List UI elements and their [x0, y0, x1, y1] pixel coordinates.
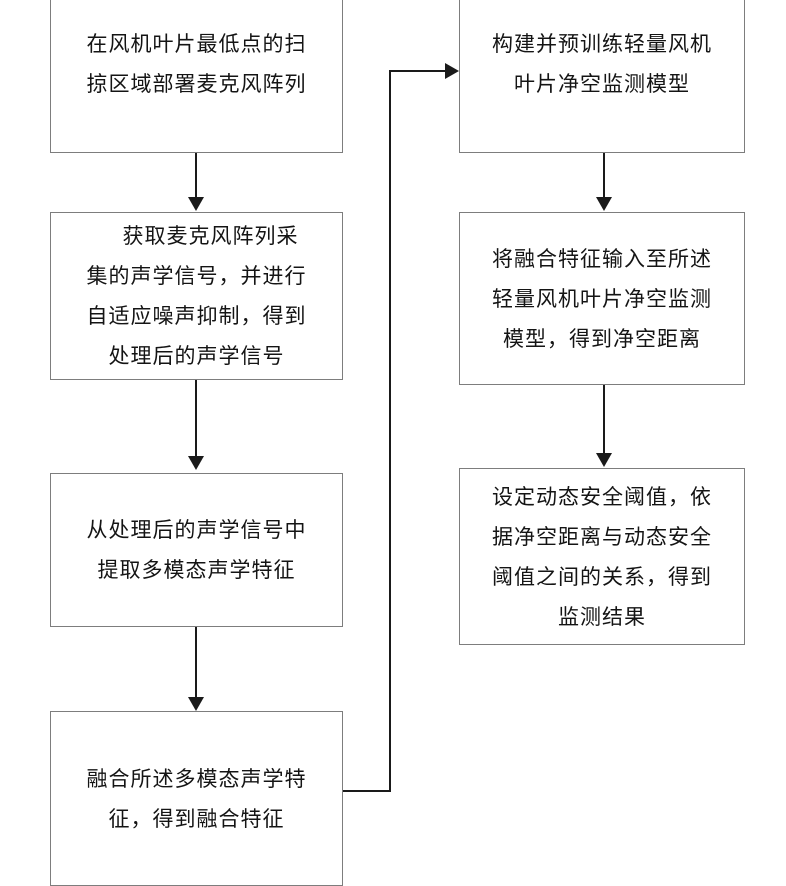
connector-n1-n2-arrowhead	[188, 197, 204, 211]
flowchart-node-n2[interactable]: 获取麦克风阵列采 集的声学信号，并进行 自适应噪声抑制，得到 处理后的声学信号	[50, 212, 343, 380]
flowchart-node-n5-label: 构建并预训练轻量风机 叶片净空监测模型	[492, 31, 712, 96]
connector-n3-n4-line	[195, 627, 197, 699]
connector-n4-n5-segment-horizontal-lower	[343, 790, 391, 792]
flowchart-node-n4[interactable]: 融合所述多模态声学特 征，得到融合特征	[50, 711, 343, 886]
flowchart-node-n1[interactable]: 在风机叶片最低点的扫 掠区域部署麦克风阵列	[50, 0, 343, 153]
flowchart-node-n3-label: 从处理后的声学信号中 提取多模态声学特征	[86, 518, 307, 582]
connector-n6-n7-arrowhead	[596, 453, 612, 467]
flowchart-node-n5[interactable]: 构建并预训练轻量风机 叶片净空监测模型	[459, 0, 745, 153]
flowchart-node-n7-label: 设定动态安全阈值，依 据净空距离与动态安全 阈值之间的关系，得到 监测结果	[492, 484, 712, 629]
flowchart-node-n1-label: 在风机叶片最低点的扫 掠区域部署麦克风阵列	[86, 31, 307, 96]
connector-n4-n5-arrowhead	[445, 63, 459, 79]
connector-n5-n6-arrowhead	[596, 197, 612, 211]
flowchart-node-n6[interactable]: 将融合特征输入至所述 轻量风机叶片净空监测 模型，得到净空距离	[459, 212, 745, 385]
connector-n4-n5-segment-vertical	[389, 70, 391, 792]
connector-n5-n6-line	[603, 153, 605, 201]
flowchart-node-n3[interactable]: 从处理后的声学信号中 提取多模态声学特征	[50, 473, 343, 627]
flowchart-node-n6-label: 将融合特征输入至所述 轻量风机叶片净空监测 模型，得到净空距离	[492, 246, 712, 351]
connector-n4-n5-segment-horizontal-upper	[389, 70, 451, 72]
flowchart-node-n4-label: 融合所述多模态声学特 征，得到融合特征	[86, 766, 307, 831]
flowchart-node-n2-label: 获取麦克风阵列采 集的声学信号，并进行 自适应噪声抑制，得到 处理后的声学信号	[86, 224, 307, 368]
connector-n1-n2-line	[195, 153, 197, 201]
connector-n6-n7-line	[603, 385, 605, 455]
flowchart-node-n7[interactable]: 设定动态安全阈值，依 据净空距离与动态安全 阈值之间的关系，得到 监测结果	[459, 468, 745, 645]
connector-n3-n4-arrowhead	[188, 697, 204, 711]
connector-n2-n3-arrowhead	[188, 456, 204, 470]
connector-n2-n3-line	[195, 380, 197, 458]
